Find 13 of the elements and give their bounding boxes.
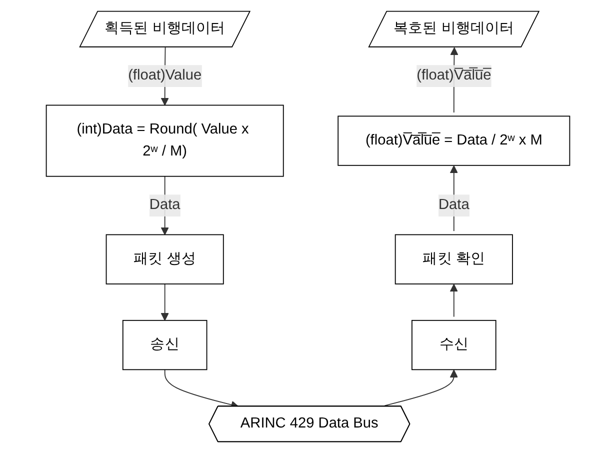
arrow xyxy=(160,283,169,321)
edge-label: Data xyxy=(438,197,470,213)
node-box: 패킷 생성 xyxy=(106,234,224,284)
arrow xyxy=(450,284,458,318)
arrow xyxy=(384,370,458,406)
edge-label: Data xyxy=(149,197,180,213)
node-box: 송신 xyxy=(122,320,208,370)
edge-label: (float)Value xyxy=(128,68,202,84)
node-box: (int)Data = Round( Value x 2ʷ / M) xyxy=(46,104,284,177)
node-box: (float)V̅a̅l̅u̅e̅ = Data / 2ʷ x M xyxy=(338,116,570,166)
node-box: 수신 xyxy=(412,320,496,370)
node-box: 패킷 확인 xyxy=(394,234,513,284)
edge-label: (float)V̅a̅l̅u̅e̅ xyxy=(416,68,492,84)
